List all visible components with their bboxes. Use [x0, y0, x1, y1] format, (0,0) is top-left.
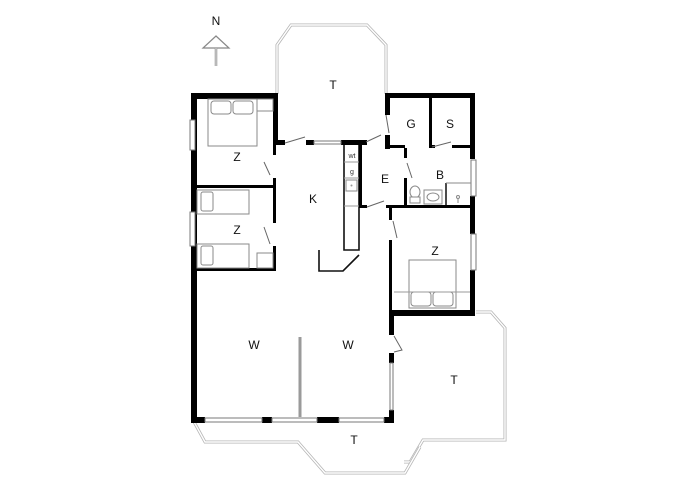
toilet-icon	[409, 185, 421, 199]
label-washing-machine: wt	[348, 153, 356, 160]
bed-single-1	[196, 189, 250, 215]
north-arrow-icon	[201, 35, 231, 66]
kitchen-counter	[344, 161, 359, 207]
room-label-entrance: E	[381, 172, 389, 186]
doors	[263, 114, 452, 353]
room-label-bedroom-2: Z	[233, 223, 240, 237]
room-label-terrace-east: T	[450, 373, 458, 387]
label-gas: g	[350, 169, 354, 176]
room-label-terrace-north: T	[329, 78, 337, 92]
room-label-living-east: W	[342, 338, 354, 352]
shower-icon	[456, 195, 460, 199]
compass-label: N	[212, 14, 221, 28]
room-label-terrace-south: T	[350, 433, 358, 447]
sink-icon	[350, 184, 353, 187]
room-label-bedroom-1: Z	[233, 150, 240, 164]
terrace-north-outline	[275, 23, 388, 94]
room-label-kitchen: K	[309, 192, 317, 206]
room-label-garage: G	[406, 117, 415, 131]
room-label-storage: S	[446, 117, 454, 131]
room-label-living-west: W	[248, 338, 260, 352]
bed-double-1	[207, 98, 274, 147]
room-label-bedroom-3: Z	[431, 244, 438, 258]
room-label-bathroom: B	[436, 168, 444, 182]
interior-walls	[197, 93, 472, 417]
terrace-south-outline	[191, 419, 422, 475]
bathroom-fixtures	[409, 185, 460, 205]
bed-double-2	[394, 259, 470, 309]
windows	[189, 119, 477, 423]
bed-single-2	[196, 243, 274, 269]
exterior-walls	[191, 93, 475, 423]
